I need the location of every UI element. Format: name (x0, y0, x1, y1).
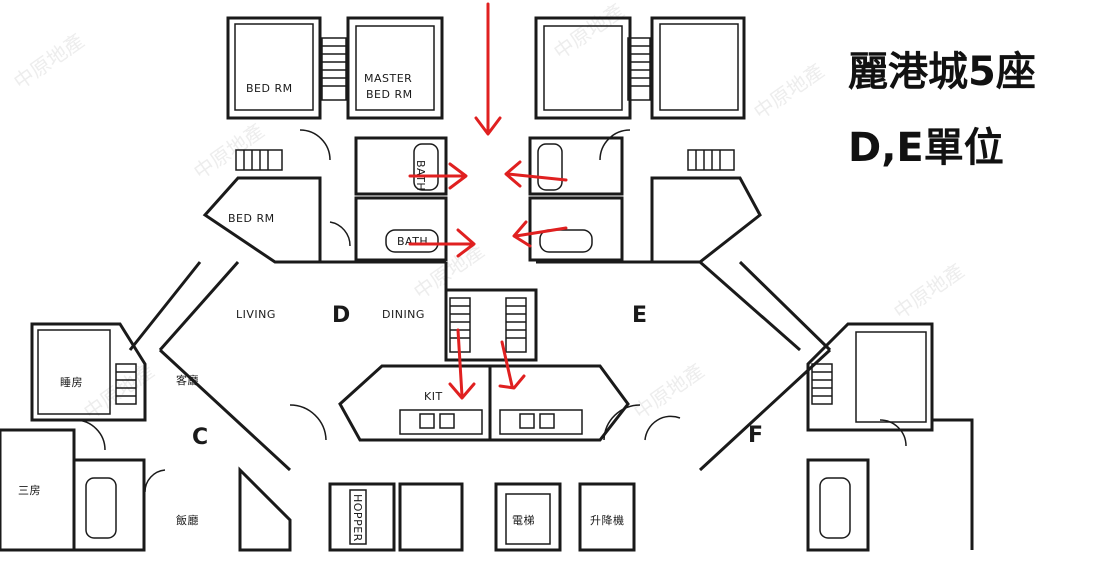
arrow-left-e-bath-1 (504, 160, 568, 188)
unit-d-walls (128, 16, 448, 441)
watermark-text: 中原地產 (9, 29, 88, 95)
arrow-right-bath-2 (408, 228, 476, 258)
airflow-arrows (408, 2, 568, 400)
living-label: LIVING (236, 308, 276, 321)
units-subtitle: D,E單位 (848, 125, 1004, 171)
watermark-text: 中原地產 (189, 119, 268, 185)
watermark-text: 中原地產 (549, 0, 628, 64)
master-bed-rm-label-line1: MASTER (364, 72, 412, 85)
arrow-down-kit-left (448, 328, 476, 400)
unit-c-room-4-label: 飯廳 (176, 513, 199, 527)
watermark-text: 中原地產 (409, 239, 488, 305)
center-core (338, 288, 630, 442)
unit-e-walls (528, 16, 832, 441)
watermark-text: 中原地產 (749, 59, 828, 125)
unit-d-label: D (332, 303, 350, 328)
unit-e-label: E (632, 303, 647, 328)
kit-label: KIT (424, 390, 443, 403)
hopper-label: HOPPER (351, 494, 364, 542)
unit-c-label: C (192, 425, 208, 450)
room-labels: BED RM MASTER BED RM BED RM BATH BATH LI… (18, 72, 763, 542)
master-bed-rm-label-line2: BED RM (366, 88, 413, 101)
lower-core (328, 482, 636, 552)
unit-c-room-2-label: 客廳 (176, 373, 199, 387)
unit-c-room-1-label: 睡房 (60, 376, 83, 389)
lift-label: 電梯 (512, 514, 535, 527)
watermark-text: 中原地產 (889, 259, 968, 325)
bed-rm-2-label: BED RM (228, 212, 275, 225)
unit-f-label: F (748, 423, 763, 448)
building-title: 麗港城5座 (848, 49, 1036, 95)
bath-2-label: BATH (397, 235, 428, 248)
arrow-down-kit-right (498, 340, 526, 390)
arrow-down-top (474, 2, 502, 136)
unit-c-room-3-label: 三房 (18, 484, 41, 497)
unit-f-walls (698, 322, 974, 552)
watermark-text: 中原地產 (629, 359, 708, 425)
arrow-right-bath-1 (408, 162, 468, 190)
unit-c-walls (0, 322, 292, 552)
lift-lobby-label: 升降機 (590, 513, 625, 527)
dining-label: DINING (382, 308, 425, 321)
bed-rm-1-label: BED RM (246, 82, 293, 95)
arrow-left-e-bath-2 (512, 220, 568, 248)
